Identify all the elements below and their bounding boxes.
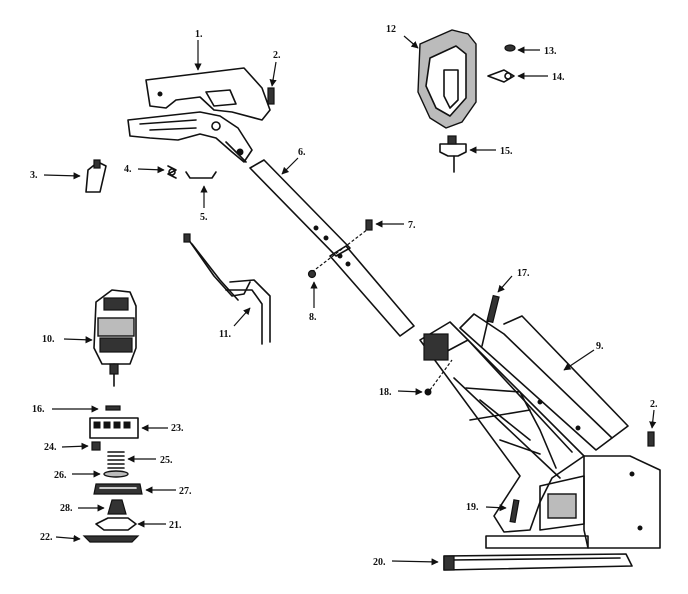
callout-20: 20. bbox=[373, 557, 386, 568]
part-12-spool-cover bbox=[417, 29, 477, 129]
callout-19: 19. bbox=[466, 502, 479, 513]
callout-17: 17. bbox=[517, 268, 530, 279]
shaft-assembly bbox=[249, 159, 415, 337]
part-2-screw-upper bbox=[267, 87, 275, 105]
callout-16: 16. bbox=[32, 404, 45, 415]
part-2-screw-lower bbox=[647, 431, 655, 447]
part-11-cord bbox=[183, 233, 271, 345]
callout-3: 3. bbox=[30, 170, 38, 181]
part-4-switch bbox=[167, 165, 177, 179]
motor-housing bbox=[419, 321, 585, 533]
part-17-screw bbox=[481, 294, 500, 347]
part-28-hub bbox=[107, 499, 127, 515]
part-8-nut bbox=[307, 269, 317, 279]
callout-12: 12 bbox=[386, 24, 396, 35]
part-13-washer bbox=[504, 44, 516, 52]
part-22-bump-knob bbox=[82, 535, 140, 543]
part-5-bracket bbox=[185, 171, 217, 179]
housing-base-plate bbox=[485, 455, 661, 549]
callout-4: 4. bbox=[124, 164, 132, 175]
callout-21: 21. bbox=[169, 520, 182, 531]
part-3-trigger bbox=[85, 159, 107, 193]
callout-8: 8. bbox=[309, 312, 317, 323]
callout-2-lower: 2. bbox=[650, 399, 658, 410]
part-7-screw bbox=[365, 219, 373, 231]
part-21-cap bbox=[95, 517, 137, 531]
part-25-spring bbox=[107, 451, 125, 469]
part-27-spool bbox=[93, 483, 143, 495]
callout-18: 18. bbox=[379, 387, 392, 398]
callout-5: 5. bbox=[200, 212, 208, 223]
part-18-screw bbox=[424, 359, 453, 396]
part-10-motor bbox=[93, 289, 137, 387]
callout-9: 9. bbox=[596, 341, 604, 352]
part-14-spring-clip bbox=[487, 69, 515, 83]
callout-28: 28. bbox=[60, 503, 73, 514]
part-15-spool-hub bbox=[439, 135, 467, 173]
part-26-washer bbox=[103, 470, 129, 478]
part-23-spool-housing bbox=[89, 417, 139, 439]
callout-15: 15. bbox=[500, 146, 513, 157]
callout-11: 11. bbox=[219, 329, 231, 340]
part-24-nut bbox=[91, 441, 101, 451]
callout-23: 23. bbox=[171, 423, 184, 434]
callout-1: 1. bbox=[195, 29, 203, 40]
callout-2-upper: 2. bbox=[273, 50, 281, 61]
callout-7: 7. bbox=[408, 220, 416, 231]
callout-25: 25. bbox=[160, 455, 173, 466]
callout-26: 26. bbox=[54, 470, 67, 481]
part-19-screw bbox=[509, 499, 520, 524]
part-20-lower-plate bbox=[443, 553, 633, 571]
leader-lines bbox=[43, 35, 657, 566]
part-9-guard bbox=[459, 313, 629, 451]
callout-22: 22. bbox=[40, 532, 53, 543]
callout-13: 13. bbox=[544, 46, 557, 57]
part-16-pin bbox=[105, 405, 121, 411]
callout-10: 10. bbox=[42, 334, 55, 345]
callout-6: 6. bbox=[298, 147, 306, 158]
part-1-handle-cover bbox=[145, 67, 271, 121]
callout-14: 14. bbox=[552, 72, 565, 83]
callout-24: 24. bbox=[44, 442, 57, 453]
handle-lower-half bbox=[127, 111, 253, 163]
callout-labels: 1. 2. 3. 4. 5. 6. 7. 8. 9. 10. 11. 12 13… bbox=[30, 24, 658, 568]
callout-27: 27. bbox=[179, 486, 192, 497]
